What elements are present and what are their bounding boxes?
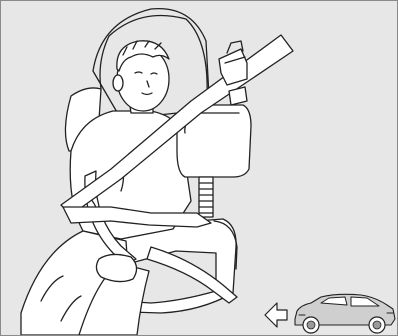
arrow-left-outline-icon — [265, 303, 287, 327]
buckle-stalk — [199, 177, 213, 217]
hatchback-car-icon — [295, 294, 395, 333]
